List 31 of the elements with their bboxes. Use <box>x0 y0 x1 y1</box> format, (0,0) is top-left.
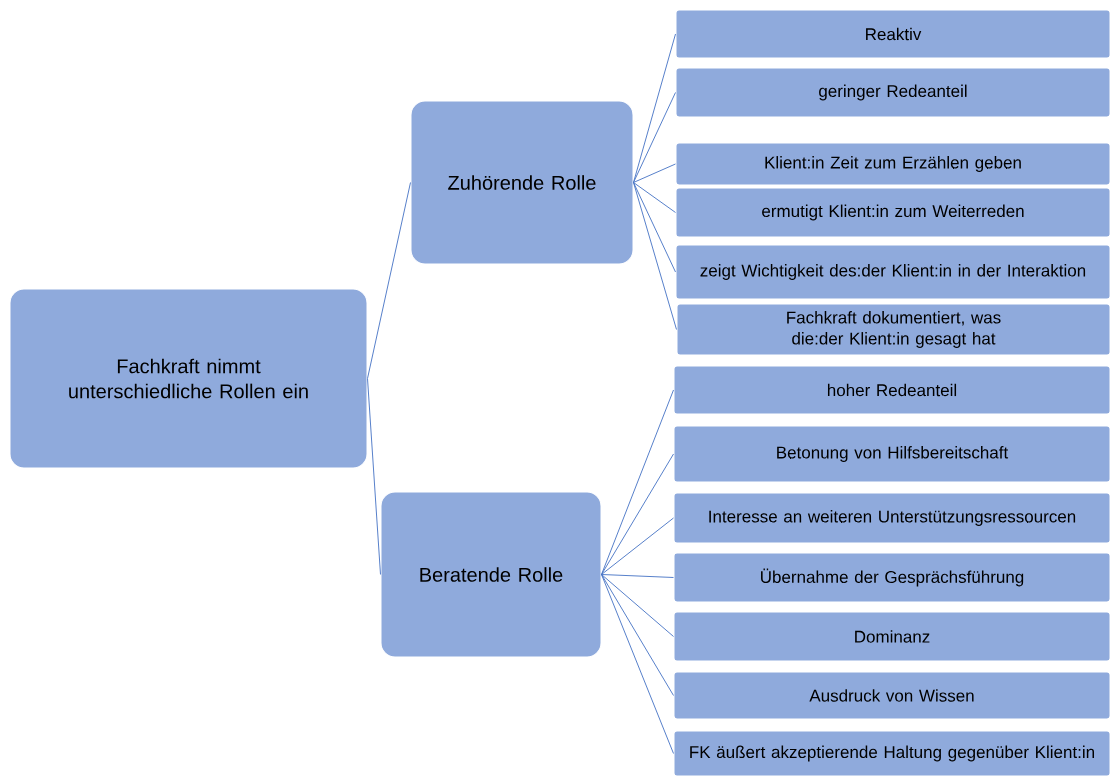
connector-line <box>601 574 674 578</box>
connector-line <box>633 33 676 183</box>
connector-line <box>601 574 674 637</box>
connector-line <box>633 92 676 183</box>
item-box: ermutigt Klient:in zum Weiterreden <box>675 187 1110 238</box>
item-box: Ausdruck von Wissen <box>673 671 1110 720</box>
item-box: Fachkraft dokumentiert, was die:der Klient:in gesagt hat <box>676 303 1110 356</box>
connector-line <box>633 182 676 273</box>
connector-line <box>633 163 676 183</box>
item-box: Dominanz <box>673 611 1110 662</box>
connector-line <box>633 182 677 330</box>
item-box: Klient:in Zeit zum Erzählen geben <box>675 142 1110 186</box>
connector-line <box>601 574 674 754</box>
connector-line <box>601 389 674 575</box>
item-box: Interesse an weiteren Unterstützungsressourcen <box>673 492 1110 544</box>
role-box: Zuhörende Rolle <box>410 100 634 265</box>
root-box: Fachkraft nimmt unterschiedliche Rollen ein <box>9 288 368 469</box>
connector-line <box>601 574 674 696</box>
connector-line <box>633 182 676 213</box>
item-box: FK äußert akzeptierende Haltung gegenüber Klient:in <box>673 730 1110 776</box>
item-box: Reaktiv <box>675 9 1110 59</box>
role-box: Beratende Rolle <box>380 491 602 658</box>
item-box: zeigt Wichtigkeit des:der Klient:in in der Interaktion <box>675 244 1110 300</box>
connector-line <box>367 182 411 379</box>
item-box: hoher Redeanteil <box>673 365 1110 415</box>
connector-line <box>601 453 674 575</box>
item-box: geringer Redeanteil <box>675 67 1110 118</box>
item-box: Übernahme der Gesprächsführung <box>673 552 1110 603</box>
connector-line <box>601 517 674 575</box>
connector-line <box>367 378 381 575</box>
item-box: Betonung von Hilfsbereitschaft <box>673 425 1110 483</box>
